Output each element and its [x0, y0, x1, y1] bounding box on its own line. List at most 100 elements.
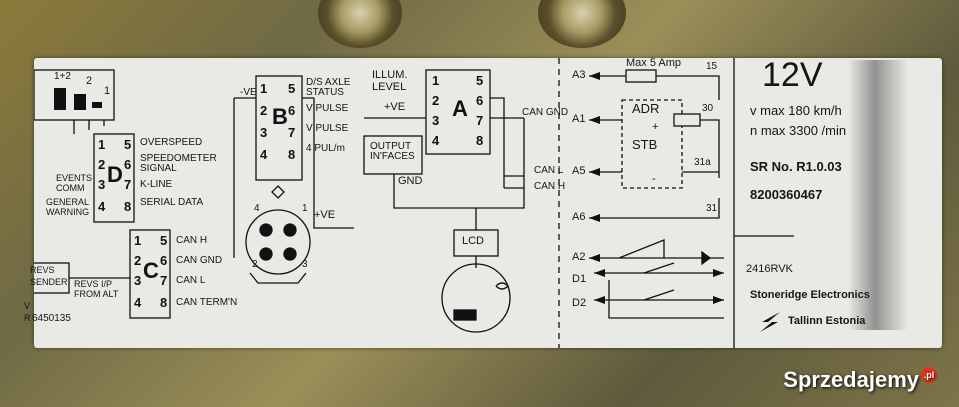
pin-number: 3: [98, 177, 106, 192]
signal-label: SPEEDOMETER: [140, 153, 217, 164]
pin-number: 8: [476, 133, 484, 148]
signal-label: 4 PUL/m: [306, 143, 345, 154]
serial-number: SR No. R1.0.03: [750, 159, 842, 174]
maker-label: Stoneridge Electronics: [750, 289, 870, 301]
pin-number: 7: [124, 177, 132, 192]
footer-number: 6450135: [32, 313, 71, 324]
pin-number: 5: [124, 137, 132, 152]
stb-label: STB: [632, 137, 658, 152]
pin-number: 4: [260, 147, 268, 162]
terminal-label: A2: [572, 251, 586, 263]
connector-letter: C: [143, 258, 159, 283]
relay-pin-label: 2: [86, 75, 93, 87]
relay-pin-label: 1: [104, 85, 111, 97]
lcd-label: LCD: [462, 235, 485, 247]
wire-number: 15: [706, 61, 718, 72]
wiring-diagram: [34, 58, 794, 348]
signal-label: STATUS: [306, 87, 344, 98]
terminal-label: A5: [572, 165, 586, 177]
signal-label: CAN L: [176, 275, 206, 286]
vmax-label: v max 180 km/h: [750, 103, 842, 118]
revs-sender-label: REVS: [30, 265, 55, 275]
bolt-left: [318, 0, 402, 48]
can-label: CAN L: [534, 165, 564, 176]
wire-number: 31: [706, 203, 718, 214]
pin-number: 5: [160, 233, 168, 248]
nmax-label: n max 3300 /min: [750, 123, 847, 138]
watermark: Sprzedajemy.pl: [783, 367, 937, 393]
pin-number: 3: [432, 113, 440, 128]
pin-number: 2: [98, 157, 106, 172]
stoneridge-logo-icon: [760, 312, 780, 332]
part-number: 8200360467: [750, 187, 823, 202]
signal-label: V PULSE: [306, 123, 349, 134]
signal-label: CAN H: [176, 235, 208, 246]
side-label: COMM: [56, 183, 85, 193]
pin-number: 1: [260, 81, 268, 96]
pos-label: +VE: [314, 209, 336, 221]
pin-number: 6: [288, 103, 296, 118]
plus-sign: +: [652, 121, 659, 133]
illum-label: ILLUM.: [372, 69, 408, 81]
din-pin: 3: [302, 259, 308, 270]
output-label: IN'FACES: [370, 151, 415, 162]
din-pin: 4: [254, 203, 260, 214]
pin-number: 2: [432, 93, 440, 108]
signal-label: CAN TERM'N: [176, 297, 238, 308]
pin-number: 6: [476, 93, 484, 108]
terminal-label: D2: [572, 297, 587, 309]
output-label: OUTPUT: [370, 141, 412, 152]
illum-label: LEVEL: [372, 81, 407, 93]
side-label: EVENTS: [56, 173, 93, 183]
pin-number: 4: [98, 199, 106, 214]
pin-number: 7: [476, 113, 484, 128]
pin-number: 2: [134, 253, 142, 268]
pin-number: 4: [432, 133, 440, 148]
pin-number: 8: [160, 295, 168, 310]
watermark-text: Sprzedajemy: [783, 367, 919, 392]
minus-sign: -: [652, 173, 656, 185]
terminal-label: A6: [572, 211, 586, 223]
footer-v: V: [24, 301, 31, 311]
pin-number: 7: [160, 273, 168, 288]
signal-label: SIGNAL: [140, 163, 177, 174]
pin-number: 5: [476, 73, 484, 88]
city-label: Tallinn Estonia: [788, 315, 866, 327]
revs-sender-label: SENDER: [30, 277, 68, 287]
connector-letter: B: [272, 104, 288, 129]
side-label: WARNING: [46, 207, 90, 217]
pin-number: 6: [160, 253, 168, 268]
pin-number: 2: [260, 103, 268, 118]
side-label: GENERAL: [46, 197, 90, 207]
pin-number: 3: [134, 273, 142, 288]
relay-pin-label: 1+2: [54, 71, 71, 82]
can-label: CAN GND: [522, 107, 569, 118]
pin-number: 1: [98, 137, 106, 152]
signal-label: OVERSPEED: [140, 137, 203, 148]
pin-number: 5: [288, 81, 296, 96]
pin-number: 1: [432, 73, 440, 88]
neg-label: -VE: [240, 87, 257, 98]
terminal-label: D1: [572, 273, 587, 285]
pin-number: 4: [134, 295, 142, 310]
max-amp-label: Max 5 Amp: [626, 57, 682, 69]
footer-r: R: [24, 313, 31, 323]
pin-number: 8: [288, 147, 296, 162]
pin-number: 6: [124, 157, 132, 172]
wire-number: 30: [702, 103, 714, 114]
connector-letter: A: [452, 96, 468, 121]
signal-label: K-LINE: [140, 179, 173, 190]
signal-label: SERIAL DATA: [140, 197, 204, 208]
signal-label: V PULSE: [306, 103, 349, 114]
connector-letter: D: [107, 162, 123, 187]
signal-label: D/S AXLE: [306, 77, 351, 88]
adr-label: ADR: [632, 101, 660, 116]
bolt-right: [538, 0, 626, 48]
din-pin: 2: [252, 259, 258, 270]
pin-number: 8: [124, 199, 132, 214]
pin-number: 3: [260, 125, 268, 140]
voltage-label: 12V: [762, 56, 823, 94]
tachograph-label: 1+2 2 1 D 1 2 3 4 5 6 7 8 OVERSPEED SPEE…: [24, 56, 942, 348]
revs-ip-label: REVS I/P: [74, 279, 113, 289]
din-pin: 1: [302, 203, 308, 214]
